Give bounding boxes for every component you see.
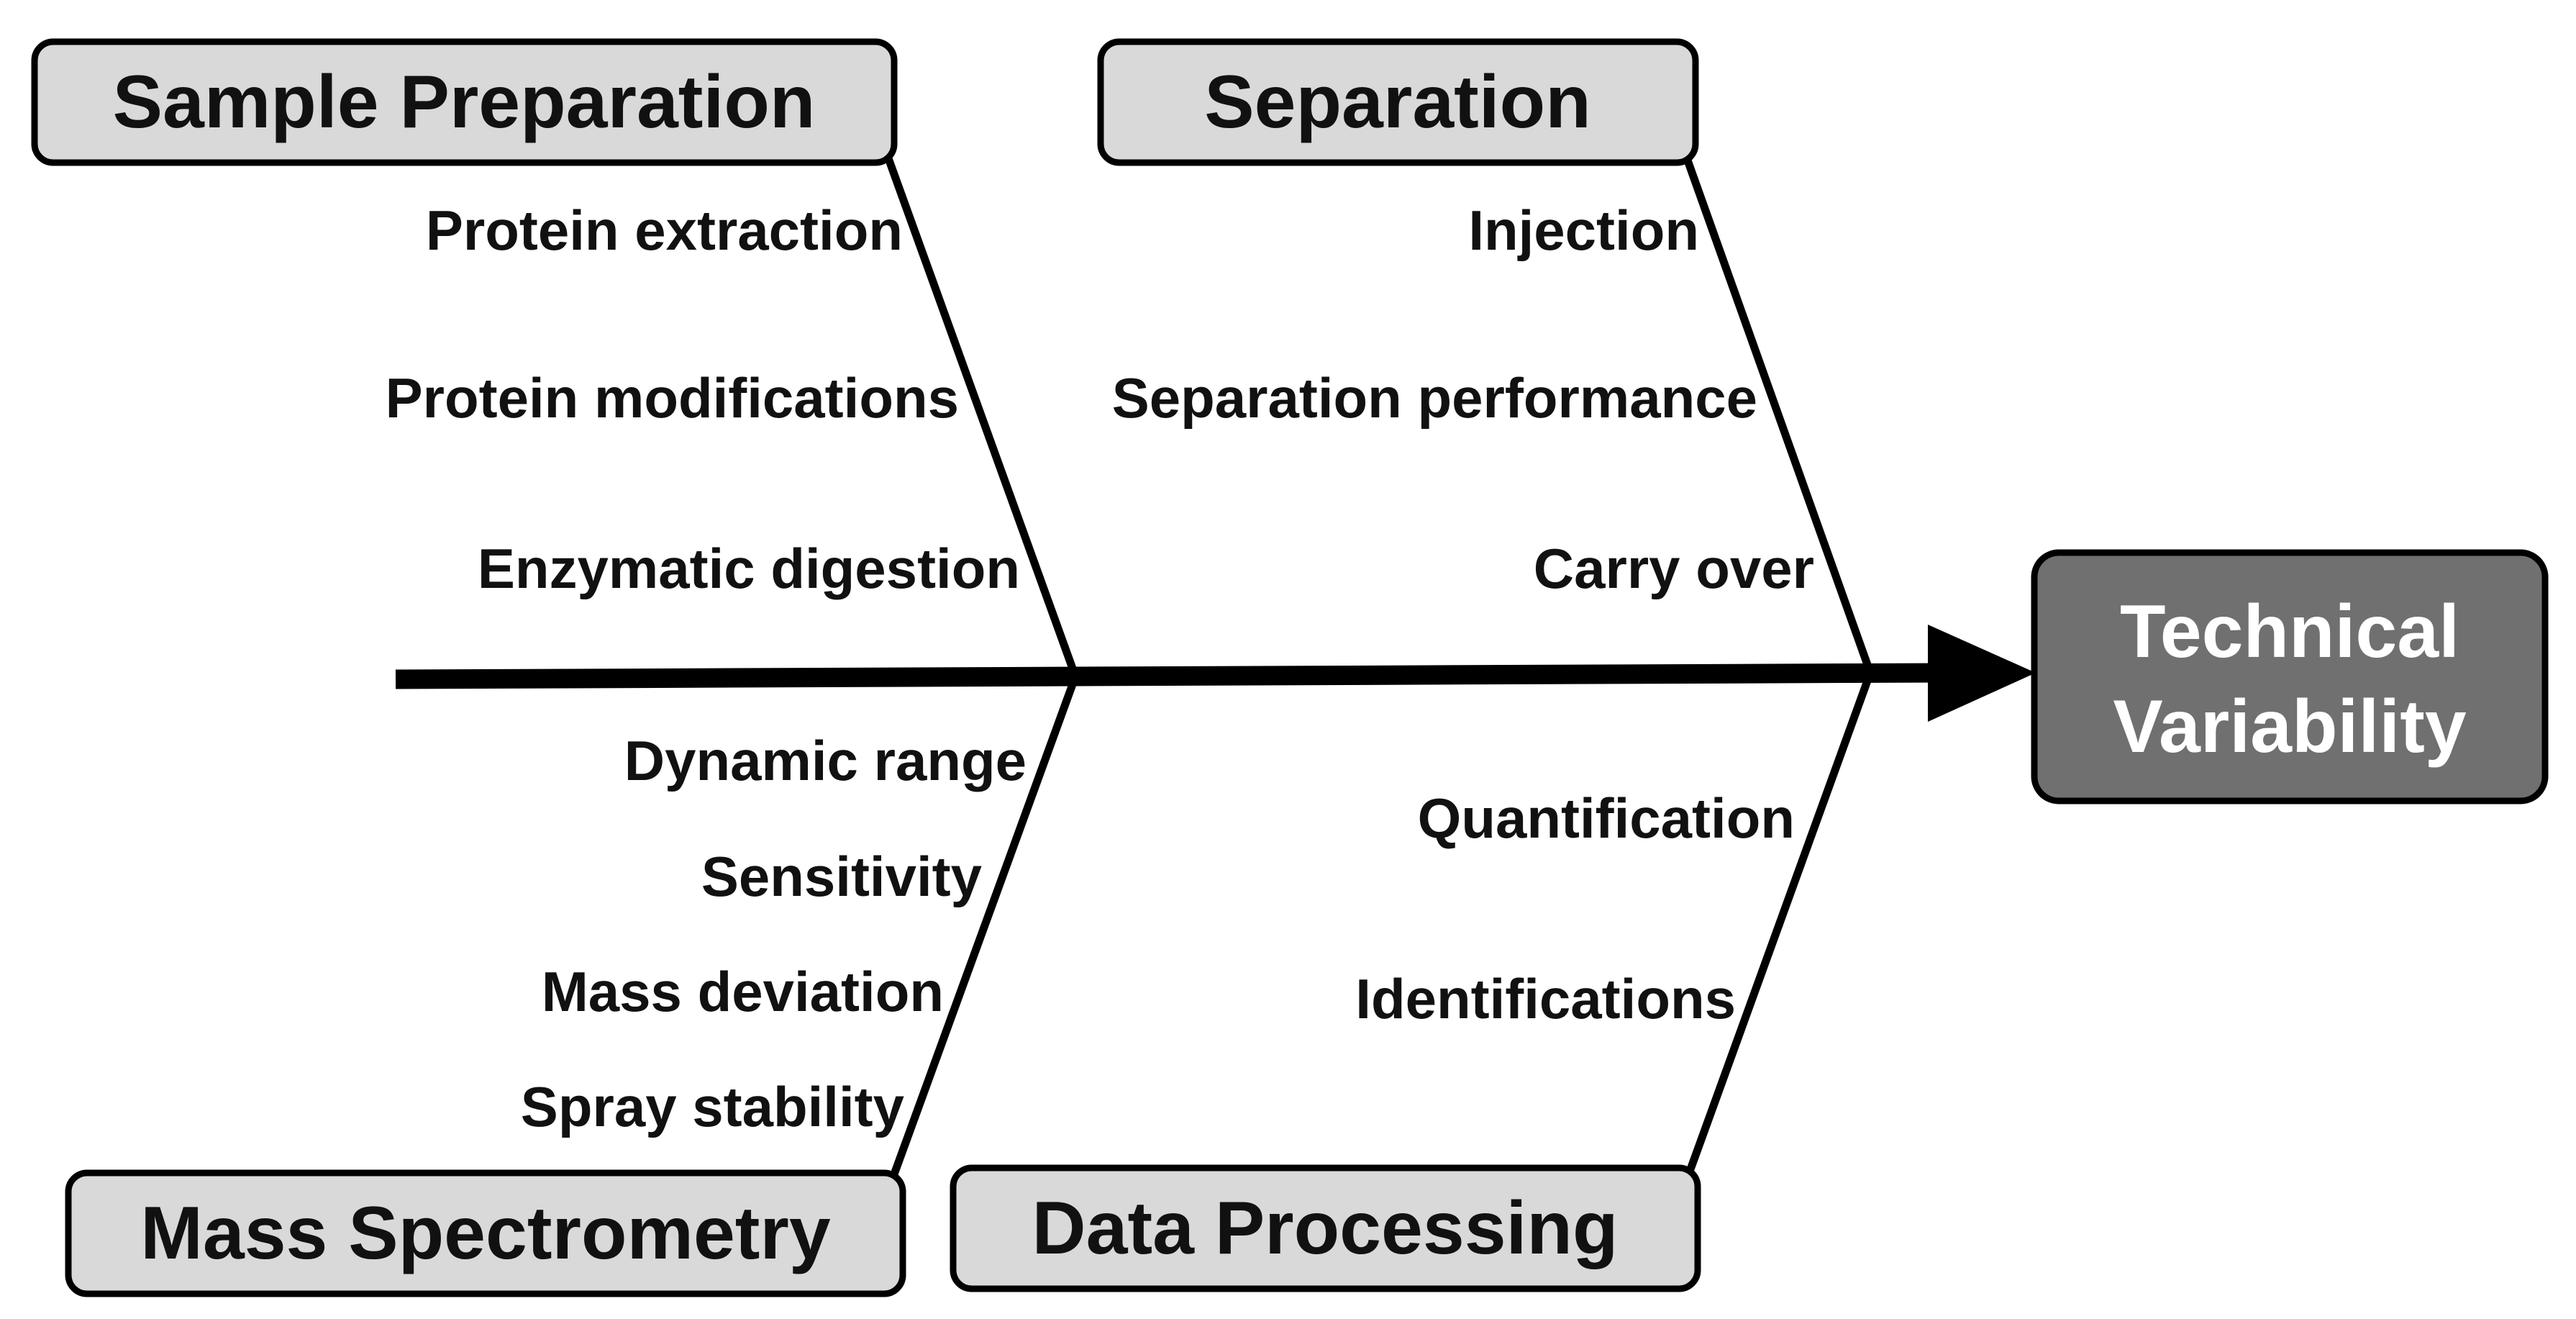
cause-enzymatic-digestion: Enzymatic digestion [478, 537, 1020, 600]
effect-label-line2: Variability [2113, 685, 2467, 769]
cause-identifications: Identifications [1355, 967, 1736, 1030]
effect-box: Technical Variability [2031, 549, 2549, 804]
cause-sensitivity: Sensitivity [701, 845, 982, 908]
category-label-sample-preparation: Sample Preparation [113, 60, 816, 144]
branch-mass-spectrometry [888, 675, 1080, 1182]
category-box-sample-preparation: Sample Preparation [31, 38, 898, 166]
category-box-mass-spectrometry: Mass Spectrometry [65, 1169, 906, 1297]
cause-carry-over: Carry over [1534, 537, 1814, 600]
branch-separation [1683, 157, 1875, 674]
cause-protein-extraction: Protein extraction [426, 199, 903, 262]
category-label-mass-spectrometry: Mass Spectrometry [140, 1192, 831, 1275]
effect-label-line1: Technical [2120, 590, 2459, 674]
category-box-separation: Separation [1097, 38, 1699, 166]
branch-sample-preparation [884, 157, 1080, 678]
spine-line [395, 663, 1943, 689]
cause-mass-deviation: Mass deviation [542, 960, 944, 1023]
cause-quantification: Quantification [1418, 787, 1795, 850]
category-label-data-processing: Data Processing [1032, 1187, 1619, 1270]
category-box-data-processing: Data Processing [950, 1164, 1701, 1292]
cause-protein-modifications: Protein modifications [386, 366, 959, 430]
branch-data-processing [1686, 671, 1875, 1171]
spine-arrowhead [1928, 625, 2036, 722]
category-label-separation: Separation [1204, 60, 1590, 144]
cause-separation-performance: Separation performance [1112, 366, 1757, 430]
cause-dynamic-range: Dynamic range [624, 729, 1027, 792]
cause-injection: Injection [1468, 199, 1699, 262]
cause-spray-stability: Spray stability [521, 1075, 904, 1138]
